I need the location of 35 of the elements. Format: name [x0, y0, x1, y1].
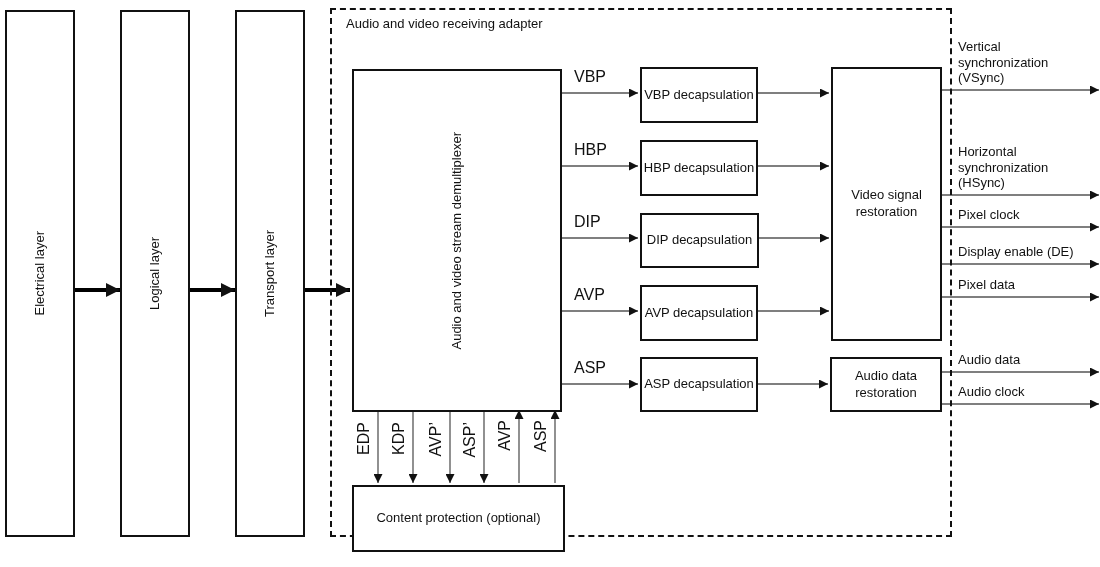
process-box	[640, 285, 758, 341]
process-box	[640, 67, 758, 123]
box-label: VBP decapsulation	[644, 86, 754, 104]
arrow	[190, 283, 235, 297]
group-title: Audio and video receiving adapter	[346, 16, 543, 33]
edge-label: Audio clock	[958, 384, 1026, 400]
box-label: Logical layer	[146, 237, 163, 310]
box-label: Video signal restoration	[850, 187, 923, 221]
arrow	[75, 283, 120, 297]
box-label: AVP decapsulation	[644, 304, 754, 322]
process-box	[235, 10, 305, 537]
edge-label: Horizontal synchronization (HSync)	[958, 144, 1050, 191]
process-box	[640, 140, 758, 196]
edge-label: Display enable (DE)	[958, 244, 1075, 260]
box-label: Audio and video stream demultiplexer	[448, 131, 465, 350]
box-label: Audio data restoration	[853, 367, 919, 402]
process-box	[352, 485, 565, 552]
process-box	[352, 69, 562, 412]
box-label: ASP decapsulation	[644, 376, 754, 393]
box-label: DIP decapsulation	[646, 232, 753, 249]
process-box	[831, 67, 942, 341]
edge-label: Pixel clock	[958, 207, 1021, 223]
process-box	[640, 357, 758, 412]
arrow	[305, 283, 350, 297]
edge-label: Audio data	[958, 352, 1022, 368]
edge-label: Pixel data	[958, 277, 1017, 293]
edge-label: Vertical synchronization (VSync)	[958, 39, 1050, 86]
box-label: HBP decapsulation	[643, 159, 755, 177]
box-label: Content protection (optional)	[376, 510, 541, 527]
process-box	[640, 213, 759, 268]
process-box	[830, 357, 942, 412]
process-box	[120, 10, 190, 537]
box-label: Electrical layer	[31, 231, 48, 316]
box-label: Transport layer	[261, 230, 278, 317]
process-box	[5, 10, 75, 537]
